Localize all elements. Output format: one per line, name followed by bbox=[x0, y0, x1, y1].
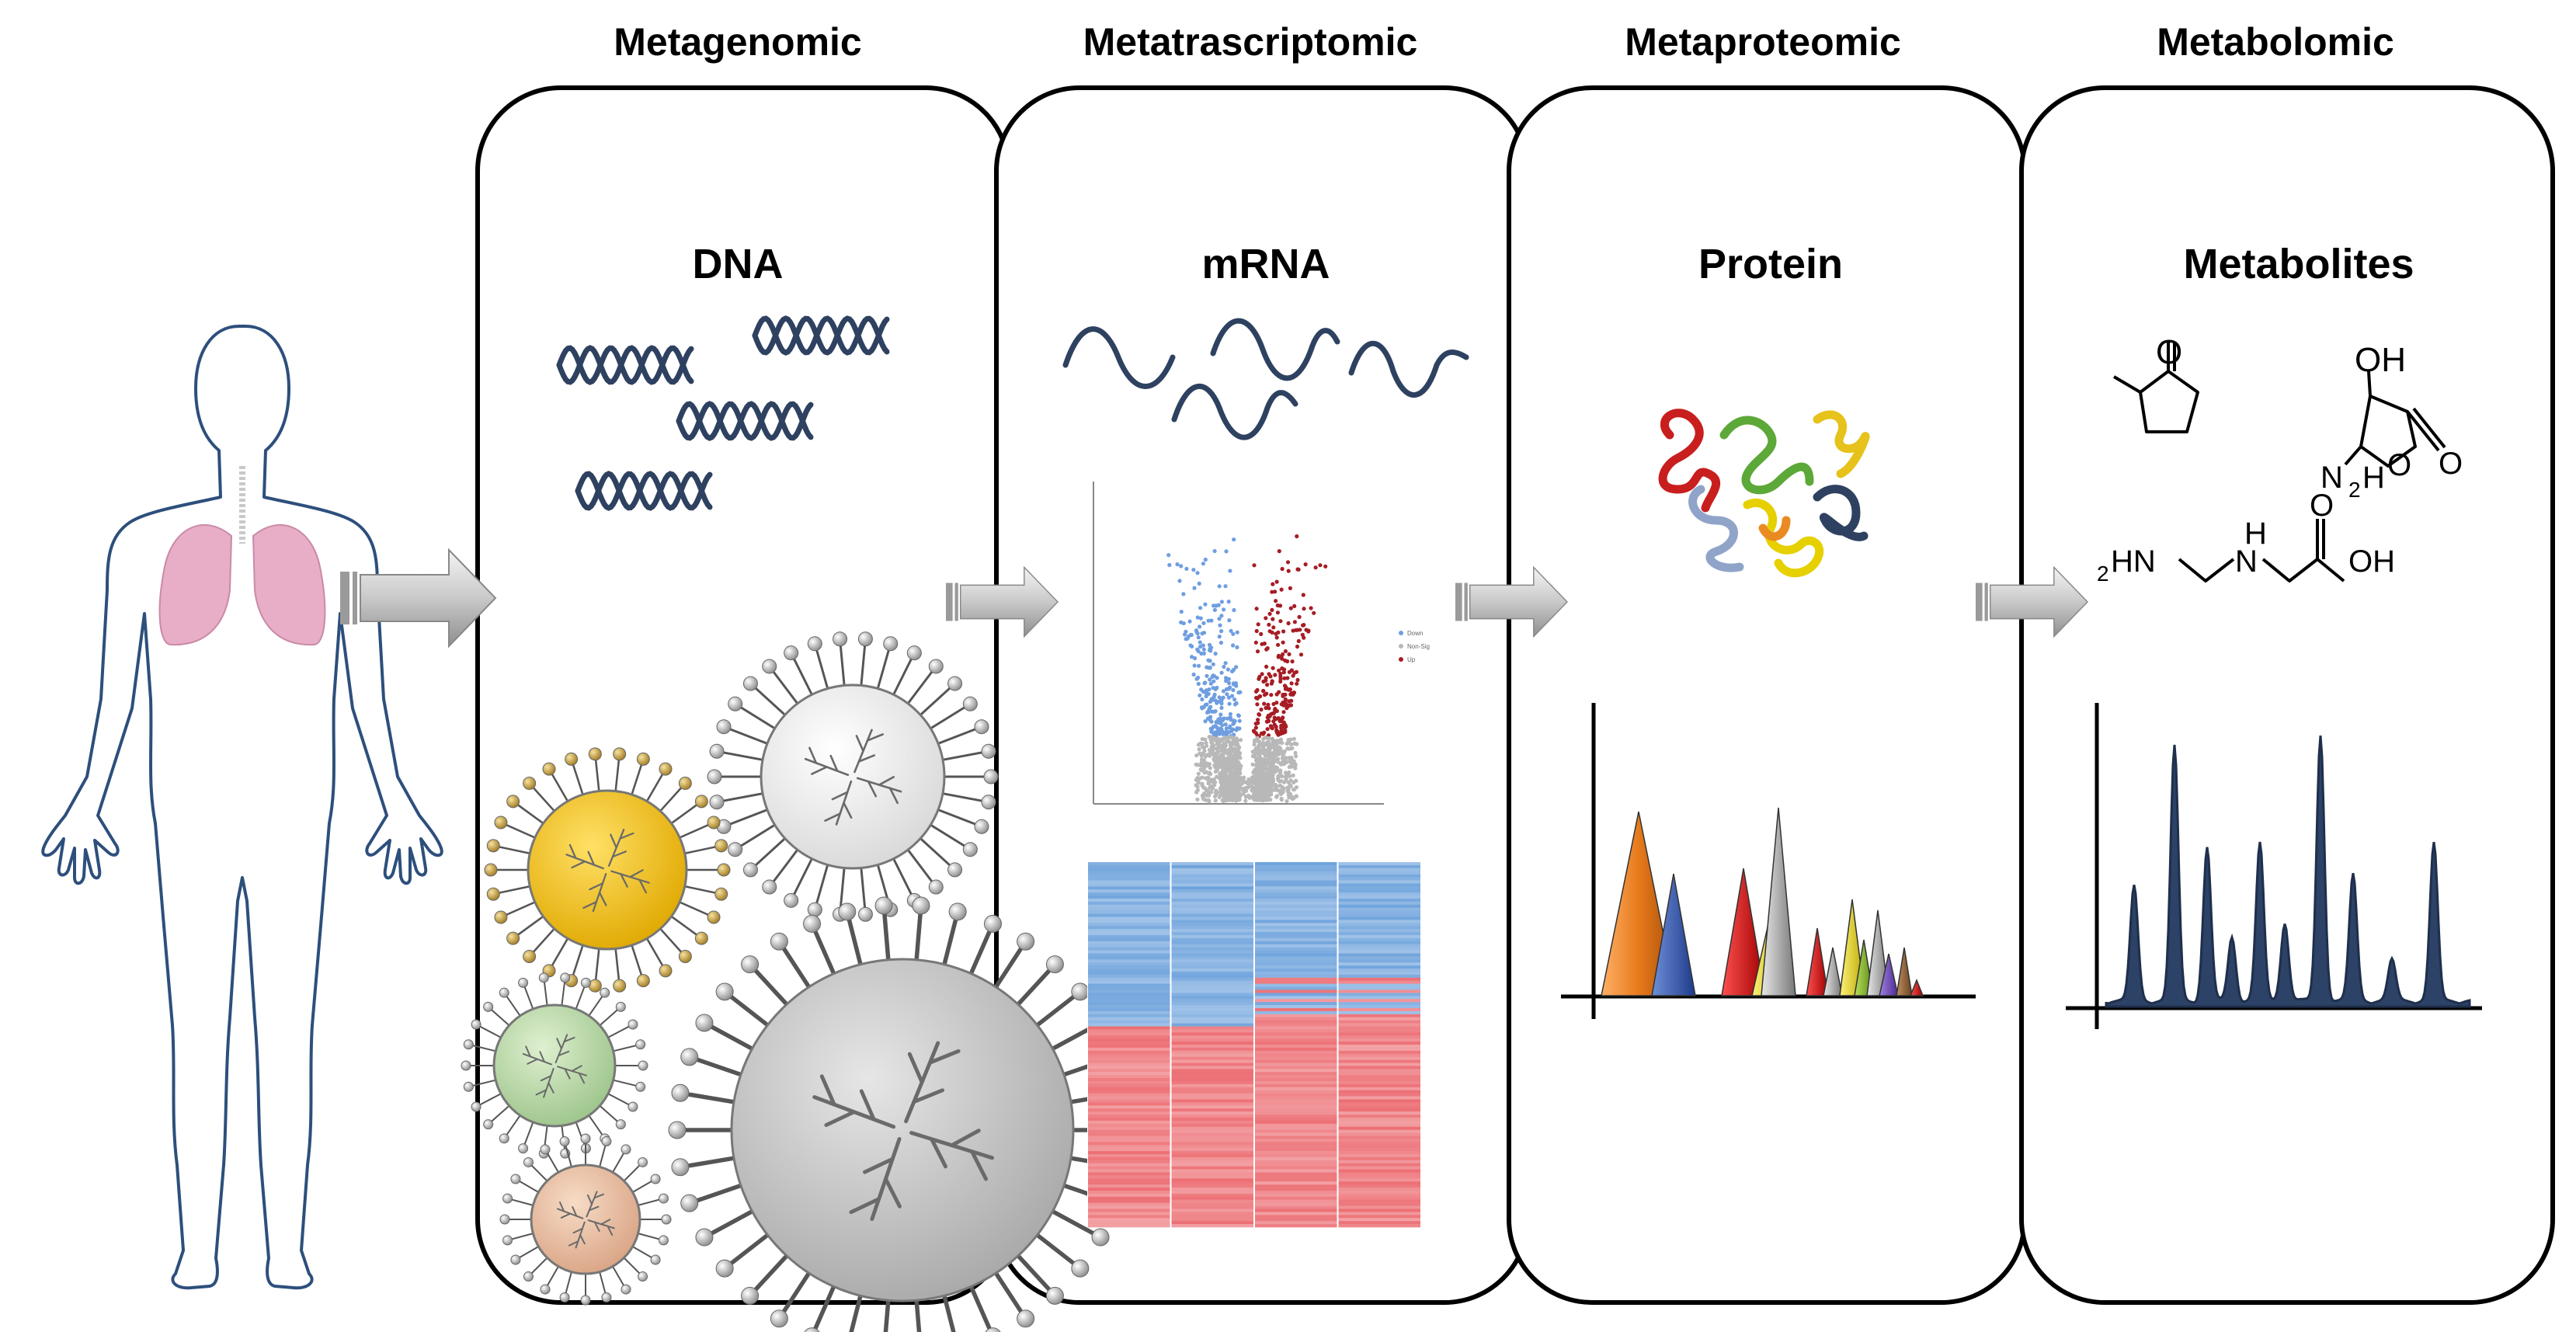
title-metabolomic: Metabolomic bbox=[2157, 20, 2394, 64]
chain-oh: OH bbox=[2348, 544, 2395, 579]
amine-n: N bbox=[2320, 461, 2343, 495]
dna-helix-icons bbox=[556, 315, 890, 511]
chain-h: H bbox=[2244, 516, 2267, 551]
volcano-legend: Down Non-Sig Up bbox=[1399, 630, 1430, 663]
dna-helix-icon bbox=[676, 401, 814, 441]
label-metabolites: Metabolites bbox=[2183, 241, 2414, 287]
arrow-icon-1 bbox=[339, 549, 496, 647]
protein-fold-icon bbox=[1658, 409, 1870, 578]
chain-hn: HN bbox=[2111, 544, 2156, 579]
chromatogram-chart bbox=[2066, 703, 2482, 1029]
virus-icon bbox=[668, 896, 1137, 1332]
mrna-strand-icons bbox=[1062, 318, 1469, 440]
title-metatranscriptomic: Metatrascriptomic bbox=[1083, 20, 1418, 64]
human-body-icon bbox=[41, 325, 443, 1290]
amine-h: H bbox=[2362, 461, 2385, 495]
label-protein: Protein bbox=[1698, 241, 1844, 287]
legend-up: Up bbox=[1407, 656, 1416, 663]
arrow-icon-4 bbox=[1975, 566, 2088, 638]
chain-n: N bbox=[2235, 544, 2258, 579]
arrow-icon-3 bbox=[1455, 566, 1568, 638]
ring-oxygen: O bbox=[2387, 448, 2411, 482]
exo-oxygen: O bbox=[2439, 447, 2463, 481]
legend-nonsig: Non-Sig bbox=[1407, 643, 1430, 650]
chain-o: O bbox=[2310, 489, 2334, 523]
legend-down: Down bbox=[1407, 630, 1423, 637]
molecule-cyclopentanone bbox=[2112, 342, 2199, 433]
virus-icon bbox=[499, 1133, 672, 1306]
dna-helix-icon bbox=[575, 471, 713, 511]
amine-sub: 2 bbox=[2348, 478, 2361, 502]
title-metagenomic: Metagenomic bbox=[614, 20, 862, 64]
molecule-lactone bbox=[2344, 370, 2446, 468]
virus-icons bbox=[461, 631, 1137, 1332]
molecule-chain bbox=[2178, 519, 2345, 583]
dna-helix-icon bbox=[752, 315, 890, 356]
lungs-icon bbox=[158, 466, 326, 646]
chain-sub: 2 bbox=[2097, 562, 2109, 586]
virus-icon bbox=[461, 972, 648, 1159]
arrow-icon-2 bbox=[945, 566, 1059, 638]
title-metaproteomic: Metaproteomic bbox=[1625, 20, 1901, 64]
label-dna: DNA bbox=[692, 241, 784, 287]
label-mrna: mRNA bbox=[1201, 241, 1330, 287]
dna-helix-icon bbox=[556, 345, 694, 385]
volcano-plot: Down Non-Sig Up bbox=[1093, 482, 1430, 805]
panel-metabolomic bbox=[2019, 85, 2555, 1305]
panel-metaproteomic bbox=[1507, 85, 2027, 1305]
virus-icon bbox=[484, 747, 731, 993]
hydroxyl-label: OH bbox=[2355, 341, 2406, 379]
heatmap bbox=[1087, 862, 1421, 1228]
virus-icon bbox=[707, 631, 999, 922]
ketone-oxygen: O bbox=[2156, 333, 2182, 371]
mass-spectrum-chart bbox=[1561, 703, 1976, 1019]
